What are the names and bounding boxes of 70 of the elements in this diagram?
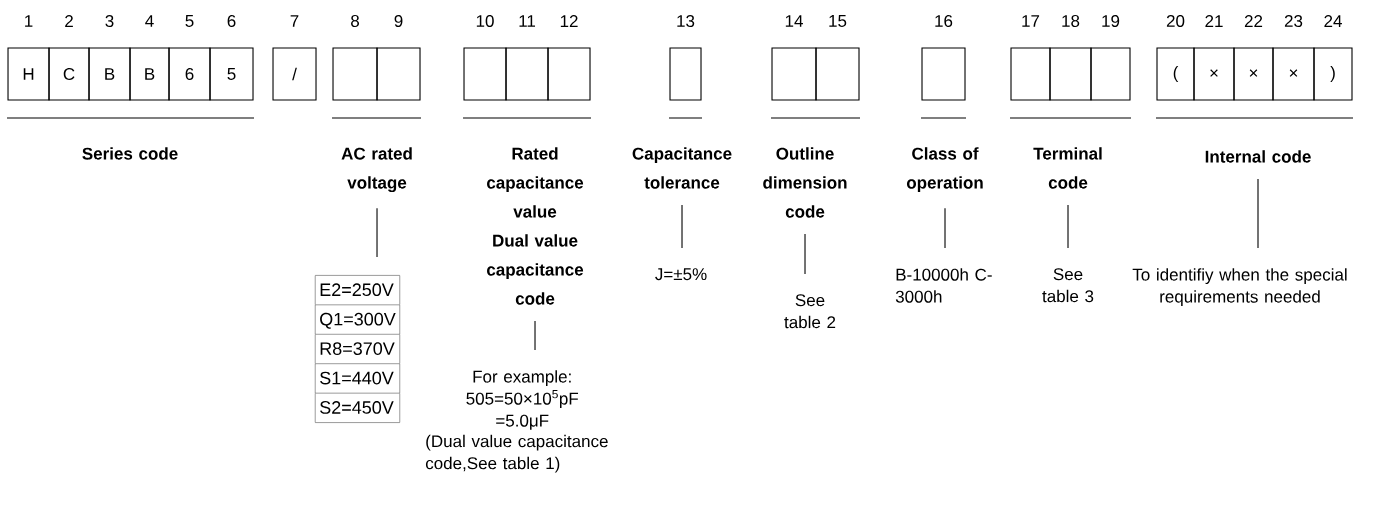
letter-cell: 5 bbox=[209, 47, 254, 101]
position-number: 12 bbox=[560, 15, 578, 27]
position-number: 18 bbox=[1062, 15, 1080, 27]
position-number: 5 bbox=[185, 15, 194, 27]
position-number: 22 bbox=[1244, 15, 1263, 27]
connector-line bbox=[944, 207, 946, 249]
heading-text: AC rated voltage bbox=[341, 147, 412, 193]
empty-cell bbox=[669, 47, 702, 101]
empty-cell bbox=[332, 47, 378, 101]
heading-text: Series code bbox=[82, 147, 178, 160]
letter-cell: 6 bbox=[168, 47, 211, 101]
position-number: 8 bbox=[351, 15, 359, 27]
heading-text: Rated capacitance value Dual value capacitance code bbox=[487, 147, 584, 305]
position-number: 13 bbox=[677, 15, 695, 27]
connector-line bbox=[534, 320, 536, 351]
letter-cell: ( bbox=[1156, 47, 1195, 101]
heading-text: Terminal code bbox=[1033, 147, 1102, 189]
position-number: 6 bbox=[227, 15, 236, 27]
value-text: B-10000h C-3000h bbox=[895, 268, 992, 303]
empty-cell bbox=[1090, 47, 1131, 101]
position-number: 15 bbox=[829, 15, 847, 27]
empty-cell bbox=[771, 47, 817, 101]
value-text: J=±5% bbox=[655, 268, 707, 281]
position-number: 3 bbox=[105, 15, 114, 27]
connector-line bbox=[1257, 178, 1259, 249]
heading-text: Internal code bbox=[1205, 150, 1311, 163]
heading-text: Outline dimension code bbox=[763, 147, 847, 218]
connector-line bbox=[1067, 204, 1069, 249]
empty-cell bbox=[1010, 47, 1051, 101]
position-number: 9 bbox=[394, 15, 403, 27]
position-number: 19 bbox=[1102, 15, 1120, 27]
connector-line bbox=[681, 204, 683, 249]
letter-cell: × bbox=[1233, 47, 1274, 101]
position-number: 1 bbox=[25, 15, 33, 27]
empty-cell bbox=[921, 47, 966, 101]
position-number: 14 bbox=[785, 15, 803, 27]
position-number: 17 bbox=[1022, 15, 1040, 27]
empty-cell bbox=[547, 47, 591, 101]
connector-line bbox=[376, 207, 378, 258]
connector-line bbox=[804, 233, 806, 275]
empty-cell bbox=[1049, 47, 1092, 101]
voltage-table: E2=250V Q1=300V R8=370V S1=440V S2=450V bbox=[315, 275, 400, 423]
position-number: 7 bbox=[290, 15, 299, 27]
heading-text: Class of operation bbox=[906, 147, 983, 193]
value-text: See table 3 bbox=[1042, 268, 1094, 303]
position-number: 4 bbox=[145, 15, 154, 27]
empty-cell bbox=[463, 47, 507, 101]
letter-cell: / bbox=[272, 47, 317, 101]
empty-cell bbox=[815, 47, 860, 101]
position-number: 20 bbox=[1166, 15, 1185, 27]
empty-cell bbox=[376, 47, 421, 101]
empty-cell bbox=[505, 47, 549, 101]
position-number: 21 bbox=[1205, 15, 1223, 27]
heading-text: Capacitance tolerance bbox=[632, 147, 732, 189]
value-text: For example: 505=50×10$^{5}$pF =5.0μF (Dual value capacitance code,See table 1) bbox=[425, 370, 608, 473]
position-number: 2 bbox=[65, 15, 73, 27]
position-number: 24 bbox=[1324, 15, 1342, 27]
letter-cell: ) bbox=[1313, 47, 1353, 101]
position-number: 10 bbox=[476, 15, 494, 27]
letter-cell: B bbox=[129, 47, 170, 101]
value-text: To identifiy when the special requirements needed bbox=[1132, 268, 1347, 307]
position-number: 16 bbox=[935, 15, 953, 27]
letter-cell: B bbox=[88, 47, 131, 101]
letter-cell: H bbox=[7, 47, 50, 101]
position-number: 11 bbox=[519, 15, 535, 27]
value-text: See table 2 bbox=[784, 294, 836, 329]
letter-cell: × bbox=[1272, 47, 1315, 101]
position-number: 23 bbox=[1284, 15, 1303, 27]
letter-cell: C bbox=[48, 47, 90, 101]
letter-cell: × bbox=[1193, 47, 1235, 101]
